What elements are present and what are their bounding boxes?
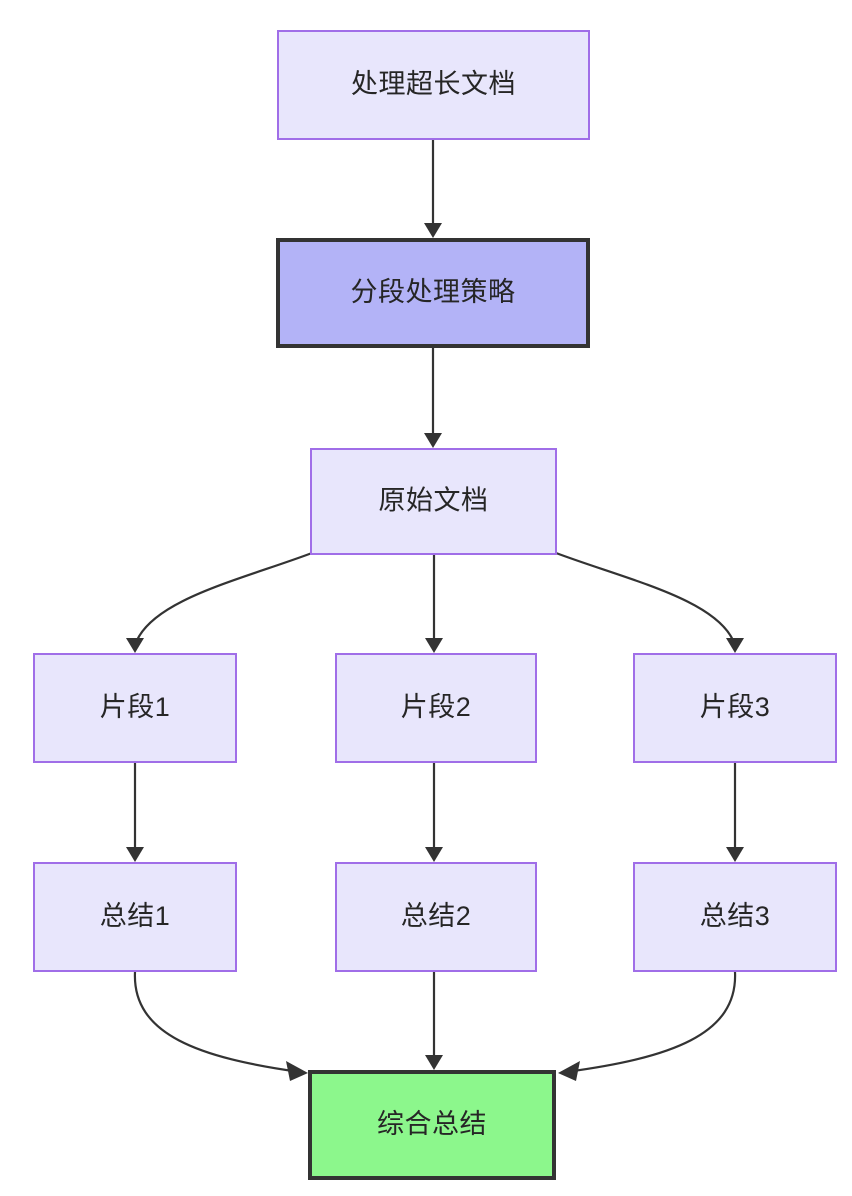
node-label: 总结3	[700, 901, 771, 931]
node-doc-long[interactable]: 处理超长文档	[277, 30, 590, 140]
arrow-head-icon	[424, 433, 442, 448]
node-source-doc[interactable]: 原始文档	[310, 448, 557, 555]
node-fragment-3[interactable]: 片段3	[633, 653, 837, 763]
edge-line	[133, 971, 301, 1074]
edge-doc-long-to-chunk-strategy	[424, 140, 442, 238]
edge-source-doc-to-fragment-1	[126, 551, 313, 653]
node-box[interactable]	[308, 1070, 556, 1180]
edge-fragment-1-to-summary-1	[126, 763, 144, 862]
node-label: 原始文档	[379, 486, 489, 516]
edges-layer	[126, 140, 744, 1081]
edge-source-doc-to-fragment-2	[425, 555, 443, 653]
node-label: 分段处理策略	[351, 277, 516, 307]
node-fragment-1[interactable]: 片段1	[33, 653, 237, 763]
node-label: 片段2	[401, 692, 472, 722]
node-final-summary[interactable]: 综合总结	[308, 1070, 556, 1180]
node-box[interactable]	[33, 862, 237, 972]
node-box[interactable]	[277, 30, 590, 140]
node-summary-1[interactable]: 总结1	[33, 862, 237, 972]
edge-summary-1-to-final-summary	[133, 971, 308, 1081]
node-summary-2[interactable]: 总结2	[335, 862, 537, 972]
node-summary-3[interactable]: 总结3	[633, 862, 837, 972]
node-label: 处理超长文档	[351, 69, 516, 99]
edge-line	[565, 971, 737, 1074]
edge-fragment-2-to-summary-2	[425, 763, 443, 862]
node-label: 片段3	[700, 692, 771, 722]
node-label: 总结1	[100, 901, 171, 931]
node-box[interactable]	[633, 862, 837, 972]
edge-summary-2-to-final-summary	[425, 972, 443, 1070]
edge-summary-3-to-final-summary	[558, 971, 737, 1081]
arrow-head-icon	[286, 1061, 308, 1081]
node-box[interactable]	[335, 862, 537, 972]
node-box[interactable]	[310, 448, 557, 555]
edge-chunk-strategy-to-source-doc	[424, 348, 442, 448]
node-box[interactable]	[276, 238, 590, 348]
arrow-head-icon	[126, 638, 144, 653]
arrow-head-icon	[126, 847, 144, 862]
arrow-head-icon	[726, 847, 744, 862]
node-box[interactable]	[33, 653, 237, 763]
node-chunk-strategy[interactable]: 分段处理策略	[276, 238, 590, 348]
arrow-head-icon	[425, 847, 443, 862]
node-label: 总结2	[401, 901, 472, 931]
node-box[interactable]	[633, 653, 837, 763]
node-fragment-2[interactable]: 片段2	[335, 653, 537, 763]
arrow-head-icon	[424, 223, 442, 238]
arrow-head-icon	[425, 1055, 443, 1070]
edge-source-doc-to-fragment-3	[555, 551, 744, 653]
node-label: 综合总结	[377, 1109, 487, 1139]
node-label: 片段1	[100, 692, 171, 722]
node-box[interactable]	[335, 653, 537, 763]
edge-fragment-3-to-summary-3	[726, 763, 744, 862]
arrow-head-icon	[425, 638, 443, 653]
arrow-head-icon	[726, 638, 744, 653]
arrow-head-icon	[558, 1061, 580, 1081]
edge-line	[555, 551, 737, 646]
edge-line	[133, 551, 313, 646]
